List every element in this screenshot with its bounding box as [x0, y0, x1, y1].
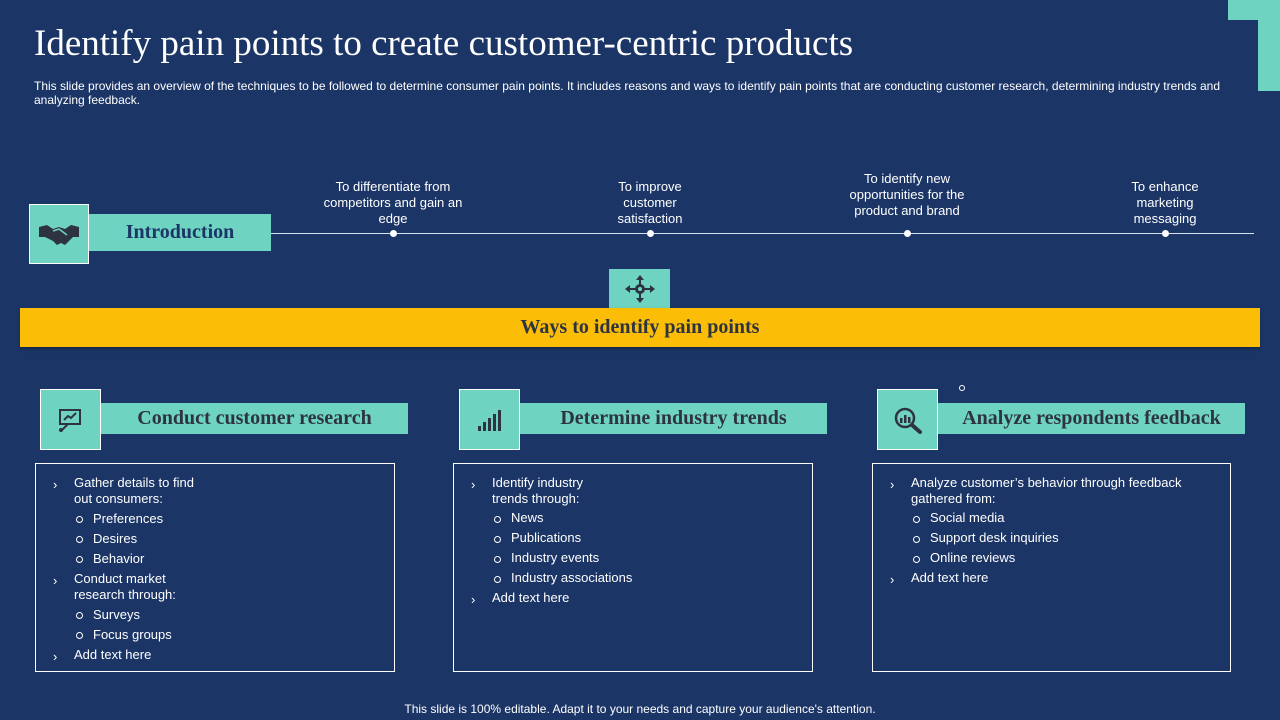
- intro-icon-box: [29, 204, 89, 264]
- trends-content-box: › Identify industry trends through: News…: [453, 463, 813, 672]
- circle-bullet-icon: [494, 536, 501, 543]
- section-title-feedback: Analyze respondents feedback: [938, 403, 1245, 434]
- sub-list-item: Publications: [511, 530, 582, 545]
- bar-chart-icon: [477, 409, 501, 431]
- sub-list-item: News: [511, 510, 544, 525]
- sub-list-item: Focus groups: [93, 627, 172, 642]
- handshake-icon: [39, 225, 79, 245]
- chevron-right-icon: ›: [53, 477, 58, 492]
- sub-list-item: Preferences: [93, 511, 164, 526]
- circle-bullet-icon: [494, 576, 501, 583]
- circle-bullet-icon: [494, 556, 501, 563]
- list-item: Conduct market research through:: [74, 571, 176, 602]
- timeline-dot: [1162, 230, 1169, 237]
- timeline-dot: [390, 230, 397, 237]
- chevron-right-icon: ›: [471, 592, 476, 607]
- sub-list-item: Behavior: [93, 551, 145, 566]
- circle-bullet-icon: [76, 536, 83, 543]
- ways-icon-box: [609, 269, 670, 309]
- presentation-board-icon: [58, 408, 81, 432]
- timeline-point-label: To improve customer satisfaction: [617, 179, 683, 226]
- sub-list-item: Support desk inquiries: [930, 530, 1059, 545]
- direction-arrows-icon: [624, 275, 655, 303]
- trends-icon-box: [459, 389, 520, 450]
- timeline-point-label: To enhance marketing messaging: [1131, 179, 1199, 226]
- chevron-right-icon: ›: [53, 573, 58, 588]
- magnifier-chart-icon: [894, 407, 922, 434]
- list-item: Add text here: [74, 647, 152, 662]
- list-item: Add text here: [911, 570, 989, 585]
- timeline-dot: [904, 230, 911, 237]
- circle-bullet-icon: [76, 516, 83, 523]
- circle-bullet-icon: [76, 612, 83, 619]
- sub-list-item: Surveys: [93, 607, 140, 622]
- sub-list-item: Industry events: [511, 550, 600, 565]
- chevron-right-icon: ›: [890, 572, 895, 587]
- page-subtitle: This slide provides an overview of the t…: [34, 79, 1220, 107]
- research-icon-box: [40, 389, 101, 450]
- timeline-line: [271, 233, 1254, 234]
- timeline-point-label: To differentiate from competitors and ga…: [323, 179, 463, 226]
- stray-bullet: [959, 385, 965, 391]
- circle-bullet-icon: [913, 556, 920, 563]
- sub-list-item: Industry associations: [511, 570, 633, 585]
- ways-banner: Ways to identify pain points: [20, 308, 1260, 347]
- circle-bullet-icon: [76, 632, 83, 639]
- footer-note: This slide is 100% editable. Adapt it to…: [404, 702, 876, 716]
- page-title: Identify pain points to create customer-…: [34, 23, 854, 64]
- list-item: Gather details to find out consumers:: [74, 475, 194, 506]
- section-title-trends: Determine industry trends: [520, 403, 827, 434]
- list-item: Add text here: [492, 590, 570, 605]
- circle-bullet-icon: [913, 516, 920, 523]
- circle-bullet-icon: [76, 556, 83, 563]
- feedback-icon-box: [877, 389, 938, 450]
- corner-decoration: [1228, 0, 1280, 91]
- chevron-right-icon: ›: [53, 649, 58, 664]
- timeline-dot: [647, 230, 654, 237]
- list-item: Analyze customer’s behavior through feed…: [911, 475, 1182, 506]
- sub-list-item: Online reviews: [930, 550, 1016, 565]
- feedback-content-box: › Analyze customer’s behavior through fe…: [872, 463, 1231, 672]
- sub-list-item: Desires: [93, 531, 138, 546]
- circle-bullet-icon: [494, 516, 501, 523]
- introduction-label: Introduction: [89, 214, 271, 251]
- sub-list-item: Social media: [930, 510, 1005, 525]
- list-item: Identify industry trends through:: [492, 475, 584, 506]
- circle-bullet-icon: [913, 536, 920, 543]
- section-title-research: Conduct customer research: [101, 403, 408, 434]
- timeline-point-label: To identify new opportunities for the pr…: [849, 171, 965, 218]
- chevron-right-icon: ›: [471, 477, 476, 492]
- chevron-right-icon: ›: [890, 477, 895, 492]
- research-content-box: › Gather details to find out consumers: …: [35, 463, 395, 672]
